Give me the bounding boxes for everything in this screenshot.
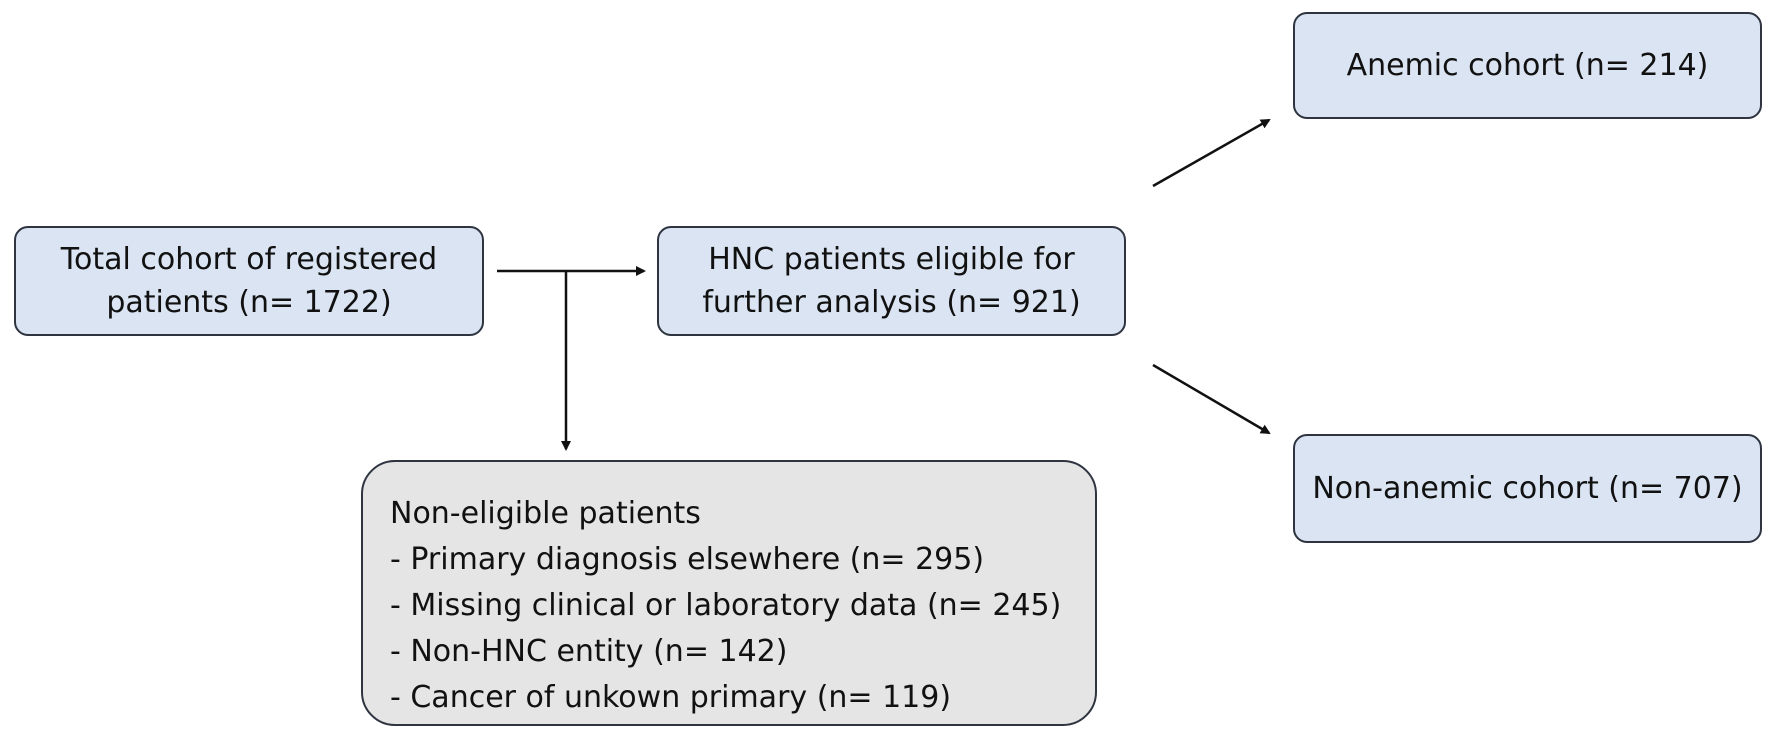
total-cohort-line-2: patients (n= 1722)	[106, 285, 392, 320]
non-anemic-cohort-label: Non-anemic cohort (n= 707)	[1312, 471, 1743, 506]
arrow-eligible-to-non-anemic	[1152, 363, 1271, 435]
total-cohort-box: Total cohort of registered patients (n= …	[14, 226, 484, 336]
anemic-cohort-box: Anemic cohort (n= 214)	[1293, 12, 1762, 119]
arrow-eligible-to-anemic	[1152, 118, 1271, 188]
eligible-patients-line-1: HNC patients eligible for	[708, 242, 1075, 277]
exclusion-reason-3: - Non-HNC entity (n= 142)	[390, 634, 788, 669]
exclusion-reason-1: - Primary diagnosis elsewhere (n= 295)	[390, 542, 985, 577]
non-anemic-cohort-box: Non-anemic cohort (n= 707)	[1293, 434, 1762, 543]
non-eligible-heading: Non-eligible patients	[390, 496, 701, 531]
total-cohort-line-1: Total cohort of registered	[60, 242, 438, 277]
anemic-cohort-label: Anemic cohort (n= 214)	[1346, 48, 1709, 83]
eligible-patients-line-2: further analysis (n= 921)	[702, 285, 1081, 320]
exclusion-reason-2: - Missing clinical or laboratory data (n…	[390, 588, 1062, 623]
exclusion-reason-4: - Cancer of unkown primary (n= 119)	[390, 680, 952, 715]
eligible-patients-box: HNC patients eligible for further analys…	[657, 226, 1126, 336]
non-eligible-patients-box: Non-eligible patients - Primary diagnosi…	[361, 460, 1097, 726]
